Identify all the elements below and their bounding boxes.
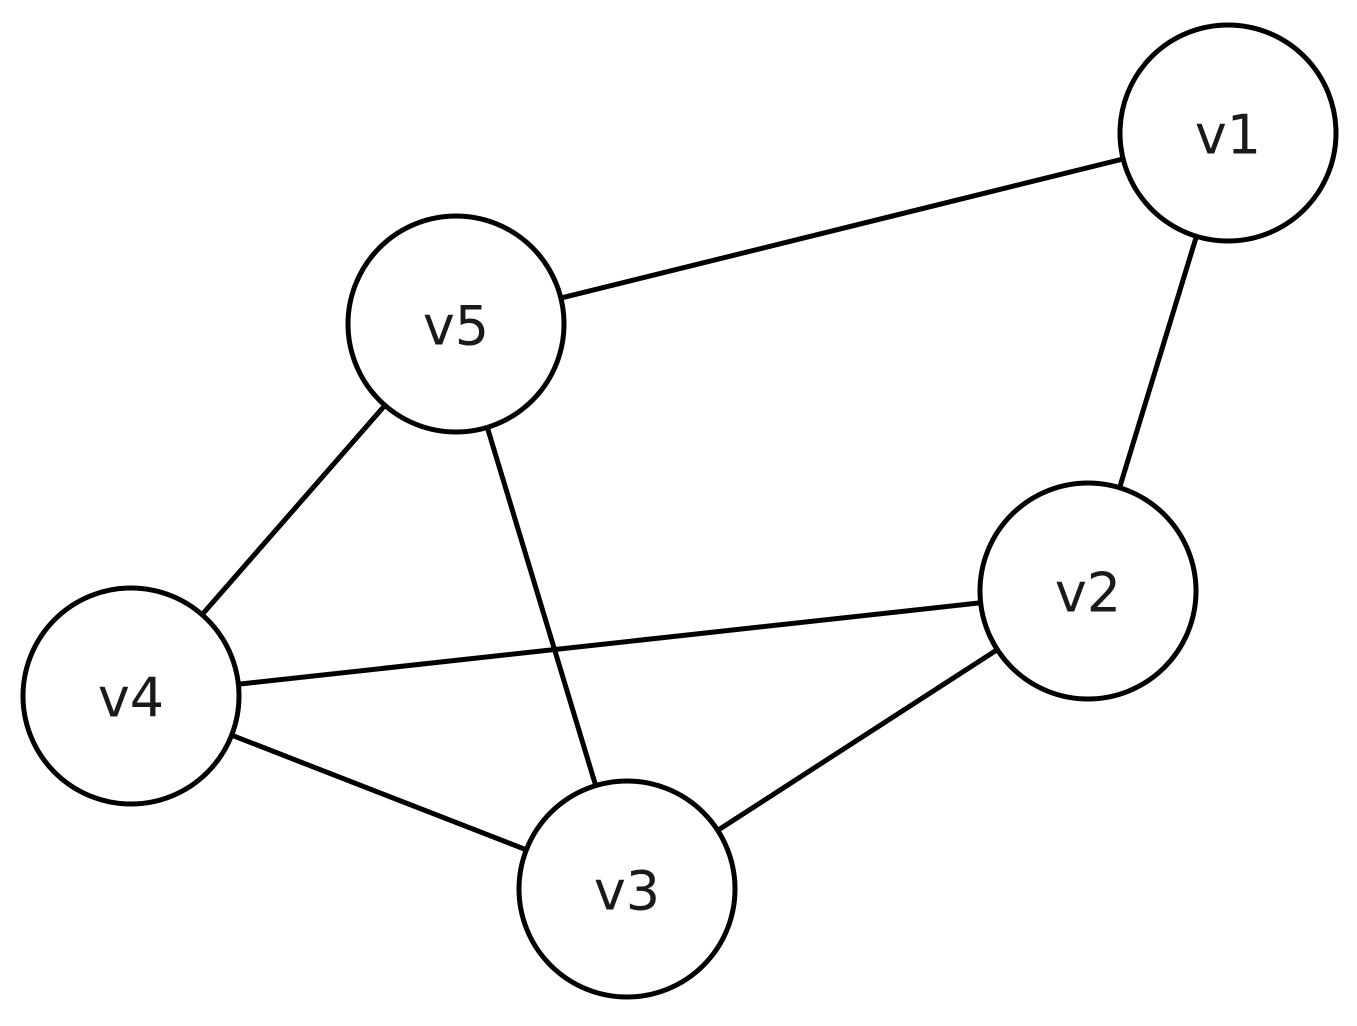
node-circle-v5 (345, 213, 567, 435)
node-v5: v5 (345, 213, 567, 435)
node-circle-v1 (1117, 22, 1339, 244)
edge-v5-v1 (453, 130, 1231, 327)
node-circle-v3 (516, 778, 738, 1000)
node-label-v2: v2 (1055, 562, 1121, 625)
node-circle-v2 (977, 480, 1199, 702)
node-v3: v3 (516, 778, 738, 1000)
node-v4: v4 (20, 585, 242, 807)
nodes-layer: v1 v2 v3 v4 v5 (20, 22, 1339, 1000)
node-label-v5: v5 (423, 295, 489, 358)
node-label-v3: v3 (594, 860, 660, 923)
node-v1: v1 (1117, 22, 1339, 244)
node-circle-v4 (20, 585, 242, 807)
node-label-v4: v4 (98, 667, 164, 730)
node-v2: v2 (977, 480, 1199, 702)
edge-v4-v2 (128, 588, 1091, 699)
node-label-v1: v1 (1195, 104, 1261, 167)
